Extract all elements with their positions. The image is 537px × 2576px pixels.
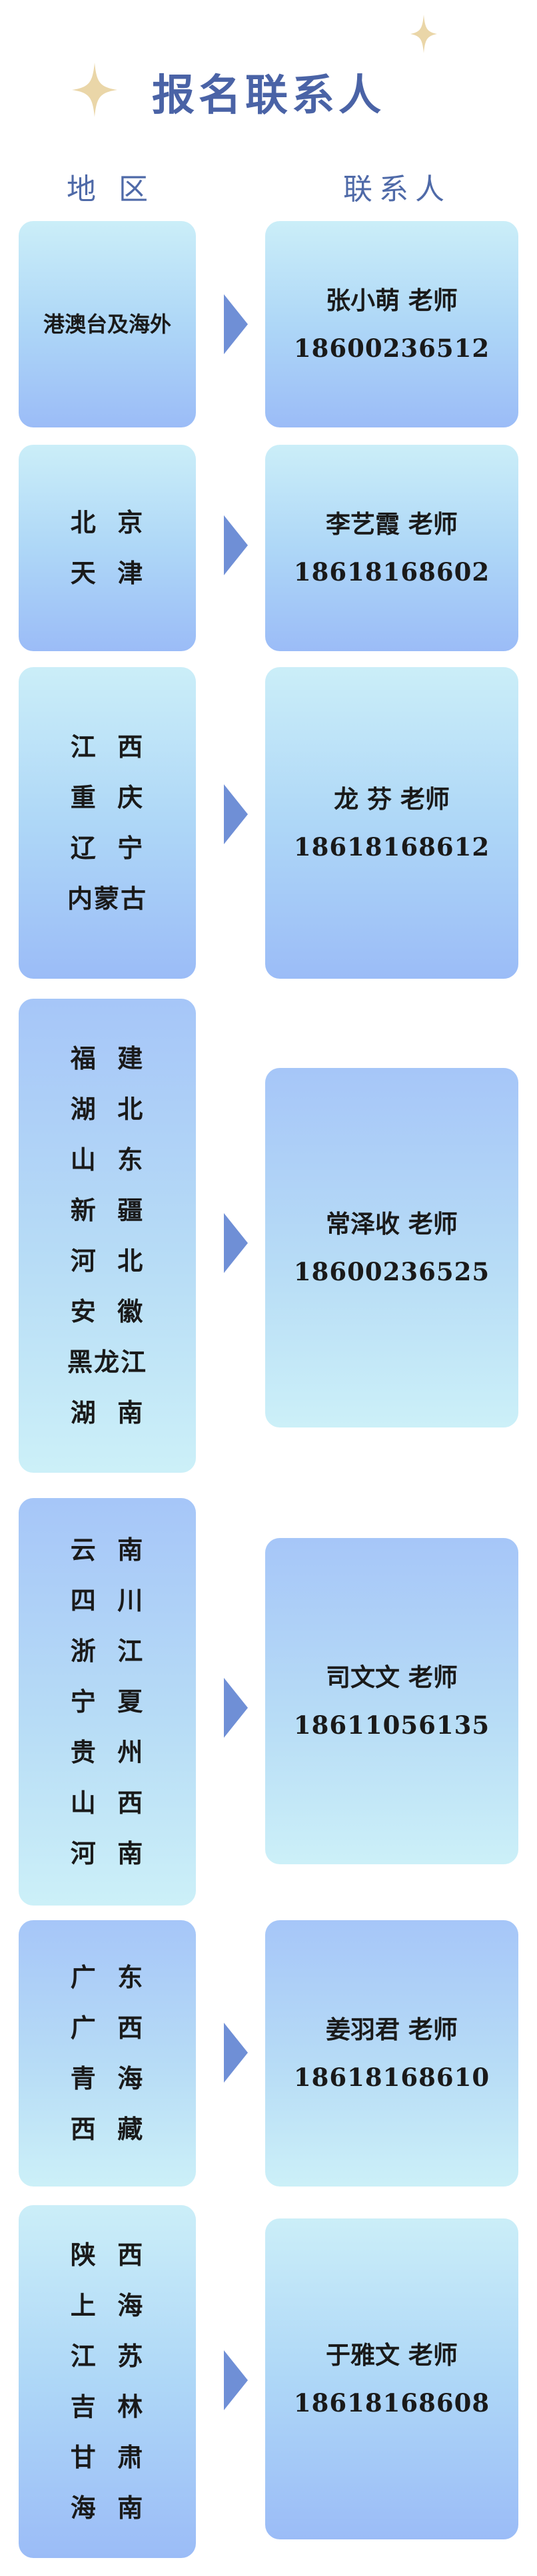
region-name: 广 西 bbox=[70, 2013, 145, 2043]
region-name: 云 南 bbox=[70, 1535, 145, 1565]
contact-phone[interactable]: 18618168612 bbox=[293, 832, 490, 862]
region-name: 上 海 bbox=[70, 2290, 145, 2320]
contact-name: 龙 芬 老师 bbox=[334, 784, 450, 814]
contact-phone[interactable]: 18618168608 bbox=[293, 2388, 490, 2418]
region-name: 安 徽 bbox=[70, 1296, 145, 1326]
sparkle-icon bbox=[410, 15, 437, 53]
contact-card: 张小萌 老师 18600236512 bbox=[265, 221, 518, 427]
contact-card: 于雅文 老师 18618168608 bbox=[265, 2218, 518, 2539]
contact-name: 姜羽君 老师 bbox=[326, 2015, 458, 2044]
contact-phone[interactable]: 18618168602 bbox=[293, 557, 490, 587]
region-name: 西 藏 bbox=[70, 2114, 145, 2144]
contact-card: 司文文 老师 18611056135 bbox=[265, 1538, 518, 1864]
contact-card: 姜羽君 老师 18618168610 bbox=[265, 1920, 518, 2187]
region-name: 陕 西 bbox=[70, 2240, 145, 2270]
contact-phone[interactable]: 18611056135 bbox=[293, 1710, 490, 1740]
region-card: 江 西 重 庆 辽 宁 内蒙古 bbox=[19, 667, 196, 979]
region-name: 内蒙古 bbox=[67, 884, 147, 913]
region-name: 广 东 bbox=[70, 1962, 145, 1992]
region-name: 吉 林 bbox=[70, 2392, 145, 2422]
contact-name: 李艺霞 老师 bbox=[326, 509, 458, 539]
triangle-right-icon bbox=[224, 2350, 248, 2410]
contact-card: 龙 芬 老师 18618168612 bbox=[265, 667, 518, 979]
region-name: 湖 北 bbox=[70, 1094, 145, 1124]
contact-phone[interactable]: 18600236525 bbox=[293, 1257, 490, 1286]
region-card: 港澳台及海外 bbox=[19, 221, 196, 427]
contact-name: 司文文 老师 bbox=[326, 1663, 458, 1692]
region-name: 四 川 bbox=[70, 1585, 145, 1615]
triangle-right-icon bbox=[224, 784, 248, 844]
region-name: 河 北 bbox=[70, 1246, 145, 1276]
triangle-right-icon bbox=[224, 294, 248, 354]
page-title: 报名联系人 bbox=[152, 71, 385, 121]
region-name: 甘 肃 bbox=[70, 2442, 145, 2472]
region-name: 宁 夏 bbox=[70, 1686, 145, 1716]
region-name: 河 南 bbox=[70, 1838, 145, 1868]
region-name: 贵 州 bbox=[70, 1737, 145, 1767]
contact-card: 常泽收 老师 18600236525 bbox=[265, 1068, 518, 1427]
contact-phone[interactable]: 18600236512 bbox=[293, 334, 490, 363]
region-name: 港澳台及海外 bbox=[43, 312, 171, 337]
contact-card: 李艺霞 老师 18618168602 bbox=[265, 445, 518, 651]
region-name: 山 东 bbox=[70, 1145, 145, 1174]
region-name: 浙 江 bbox=[70, 1636, 145, 1666]
region-name: 湖 南 bbox=[70, 1398, 145, 1427]
region-name: 福 建 bbox=[70, 1043, 145, 1073]
region-name: 重 庆 bbox=[70, 782, 145, 812]
region-name: 新 疆 bbox=[70, 1195, 145, 1225]
contact-name: 张小萌 老师 bbox=[326, 286, 458, 315]
contact-name: 常泽收 老师 bbox=[326, 1209, 458, 1238]
region-card: 广 东 广 西 青 海 西 藏 bbox=[19, 1920, 196, 2187]
region-card: 北 京 天 津 bbox=[19, 445, 196, 651]
triangle-right-icon bbox=[224, 1213, 248, 1273]
contact-column-header: 联系人 bbox=[343, 172, 451, 206]
region-name: 黑龙江 bbox=[67, 1347, 147, 1377]
region-name: 辽 宁 bbox=[70, 833, 145, 863]
region-card: 福 建 湖 北 山 东 新 疆 河 北 安 徽 黑龙江 湖 南 bbox=[19, 999, 196, 1473]
contact-name: 于雅文 老师 bbox=[326, 2340, 458, 2370]
sparkle-icon bbox=[72, 63, 117, 117]
region-name: 江 西 bbox=[70, 732, 145, 762]
region-name: 天 津 bbox=[70, 558, 145, 588]
region-name: 江 苏 bbox=[70, 2341, 145, 2371]
region-name: 海 南 bbox=[70, 2493, 145, 2523]
region-card: 陕 西 上 海 江 苏 吉 林 甘 肃 海 南 bbox=[19, 2205, 196, 2558]
region-name: 山 西 bbox=[70, 1788, 145, 1818]
region-column-header: 地 区 bbox=[67, 172, 155, 206]
triangle-right-icon bbox=[224, 515, 248, 575]
region-card: 云 南 四 川 浙 江 宁 夏 贵 州 山 西 河 南 bbox=[19, 1498, 196, 1906]
contact-phone[interactable]: 18618168610 bbox=[293, 2063, 490, 2092]
triangle-right-icon bbox=[224, 1678, 248, 1738]
region-name: 青 海 bbox=[70, 2063, 145, 2093]
region-name: 北 京 bbox=[70, 507, 145, 537]
triangle-right-icon bbox=[224, 2023, 248, 2083]
